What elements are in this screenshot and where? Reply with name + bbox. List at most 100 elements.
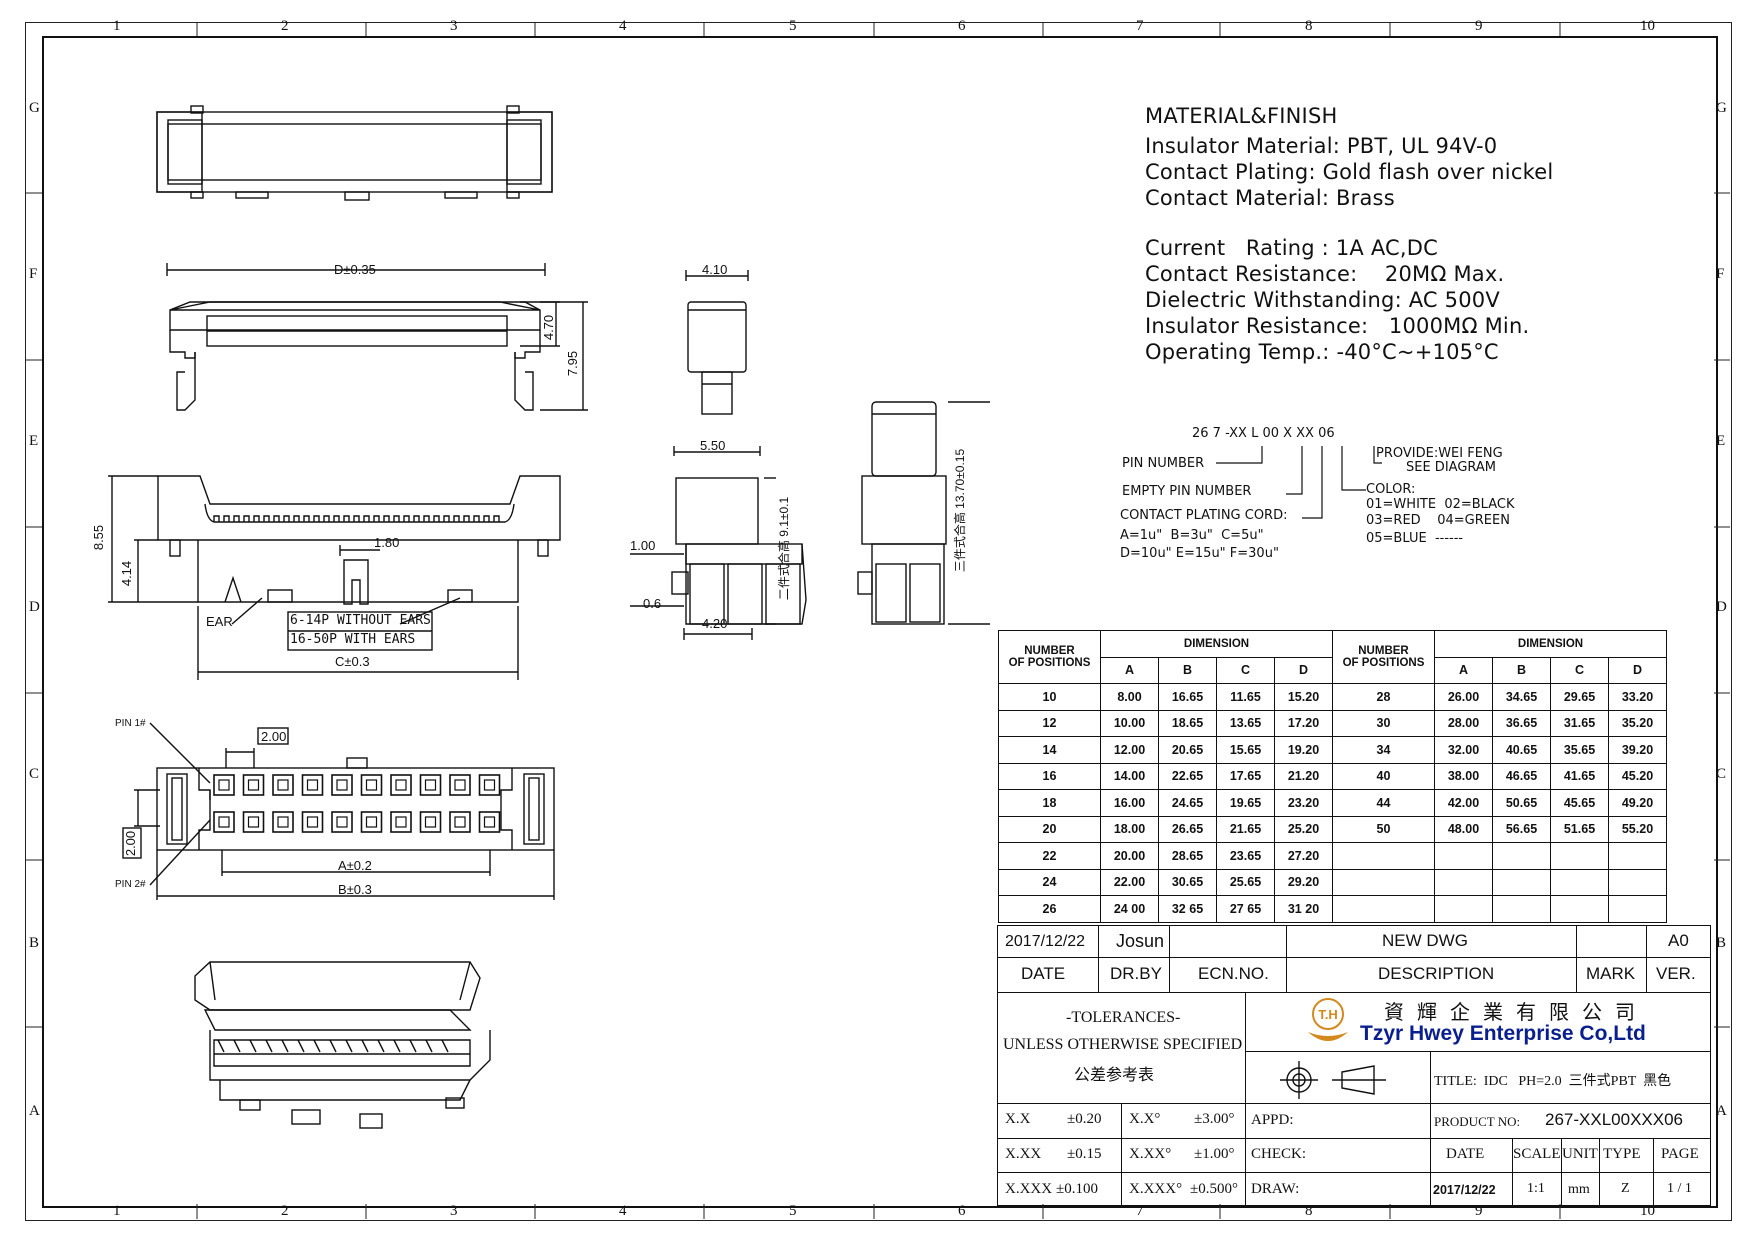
- dimension-cell: 30.65: [1158, 868, 1217, 896]
- rev-cell: [1576, 925, 1647, 958]
- dimension-cell: 46.65: [1492, 762, 1551, 790]
- val-cell: [1653, 1172, 1711, 1206]
- table-header-dimension: DIMENSION: [1100, 630, 1333, 658]
- grid-col: 1: [113, 18, 121, 34]
- dimension-cell: [1608, 842, 1667, 870]
- tolerance-title: -TOLERANCES-: [1066, 1009, 1181, 1026]
- tol-text: ±0.500°: [1190, 1181, 1238, 1197]
- dim-label: 2.00: [123, 830, 139, 857]
- pin-contact: [365, 779, 378, 791]
- table-header-positions: OF POSITIONS: [1008, 657, 1091, 669]
- pin-cell: [478, 811, 501, 833]
- spec-line: Dielectric Withstanding: AC 500V: [1145, 288, 1500, 312]
- pn-label: 05=BLUE ------: [1366, 531, 1464, 546]
- part-number-leaders: [1216, 446, 1382, 519]
- dim-label: 1.80: [374, 535, 400, 550]
- pin-contact: [336, 779, 348, 791]
- projection-cell: [1245, 1051, 1431, 1104]
- rev-header: VER.: [1656, 964, 1696, 983]
- dim-label: 7.95: [565, 350, 581, 377]
- pin-cell: [331, 774, 353, 796]
- dimension-cell: 33.20: [1608, 683, 1667, 711]
- dimension-cell: 38.00: [1434, 762, 1493, 790]
- tol-text: X.XX: [1005, 1146, 1042, 1162]
- dimension-cell: 19.20: [1274, 736, 1333, 764]
- col-header: B: [1158, 656, 1217, 684]
- table-header-positions: OF POSITIONS: [1342, 657, 1425, 669]
- pin-cell: [419, 811, 442, 833]
- positions-cell: 14: [998, 736, 1101, 764]
- grid-col: 5: [789, 1203, 797, 1219]
- dimension-cell: 14.00: [1100, 762, 1159, 790]
- isometric-drawing: [194, 961, 491, 1129]
- dimension-cell: 26.65: [1158, 815, 1217, 843]
- pin-contact: [247, 779, 260, 791]
- dimension-cell: [1550, 868, 1609, 896]
- tol-text: X.XX°: [1129, 1146, 1172, 1162]
- pin-cell: [213, 811, 235, 833]
- grid-col: 9: [1475, 18, 1483, 34]
- col-header: B: [1492, 656, 1551, 684]
- spec-line: Operating Temp.: -40°C~+105°C: [1145, 340, 1499, 364]
- pin-cell: [242, 811, 265, 833]
- positions-cell: 26: [998, 895, 1101, 923]
- grid-row: C: [1716, 766, 1727, 782]
- material-heading: MATERIAL&FINISH: [1145, 104, 1338, 128]
- pn-label: PROVIDE:WEI FENG: [1376, 446, 1503, 461]
- rev-version: A0: [1668, 931, 1689, 950]
- dimension-cell: 10.00: [1100, 709, 1159, 737]
- positions-cell: 24: [998, 868, 1101, 896]
- dimension-cell: 56.65: [1492, 815, 1551, 843]
- dimension-cell: 50.65: [1492, 789, 1551, 817]
- col-header: D: [1274, 656, 1333, 684]
- grid-row: E: [1716, 433, 1726, 449]
- dimension-cell: 25.65: [1216, 868, 1275, 896]
- dimension-cell: 15.20: [1274, 683, 1333, 711]
- rev-drawn-by: Josun: [1116, 931, 1165, 951]
- dimension-cell: 40.65: [1492, 736, 1551, 764]
- front-view-drawing: [166, 263, 588, 411]
- pin-contact: [424, 816, 437, 828]
- dim-label: C±0.3: [335, 654, 370, 669]
- pn-label: 03=RED 04=GREEN: [1366, 513, 1510, 528]
- dimension-cell: 27 65: [1216, 895, 1275, 923]
- pin-contact: [483, 779, 496, 791]
- pn-label: CONTACT PLATING CORD:: [1120, 508, 1288, 523]
- pin-contact: [277, 779, 289, 791]
- tol-text: X.X°: [1129, 1111, 1161, 1127]
- logo-icon: T.H: [1308, 998, 1348, 1041]
- grid-col: 3: [450, 18, 458, 34]
- dimension-cell: [1434, 842, 1493, 870]
- positions-cell: 10: [998, 683, 1101, 711]
- dimension-cell: 16.65: [1158, 683, 1217, 711]
- table-header-dimension: DIMENSION: [1434, 630, 1667, 658]
- tol-text: ±0.100: [1056, 1181, 1098, 1197]
- dim-label: PIN 2#: [115, 879, 146, 890]
- dimension-cell: 29.20: [1274, 868, 1333, 896]
- dim-label: 三件式合高 13.70±0.15: [951, 449, 968, 572]
- rev-description: NEW DWG: [1382, 931, 1468, 950]
- pin-contact: [306, 816, 319, 828]
- spec-line: Insulator Resistance: 1000MΩ Min.: [1145, 314, 1530, 338]
- tolerance-cn: 公差参考表: [1074, 1067, 1155, 1084]
- dim-label: EAR: [206, 614, 233, 629]
- positions-cell: 40: [1332, 762, 1435, 790]
- dimension-cell: 51.65: [1550, 815, 1609, 843]
- grid-col: 2: [281, 1203, 289, 1219]
- side-view-drawing: [685, 270, 749, 415]
- rev-cell: [1169, 925, 1287, 958]
- pin-contact: [395, 816, 407, 828]
- dimension-cell: 31.65: [1550, 709, 1609, 737]
- pin-layout-drawing: [122, 722, 555, 900]
- pin-cell: [213, 774, 235, 796]
- product-no: 267-XXL00XXX06: [1545, 1110, 1683, 1129]
- dim-label: 2.00: [261, 729, 287, 744]
- dim-label: 4.10: [702, 262, 728, 277]
- dimension-cell: 24 00: [1100, 895, 1159, 923]
- positions-cell: 12: [998, 709, 1101, 737]
